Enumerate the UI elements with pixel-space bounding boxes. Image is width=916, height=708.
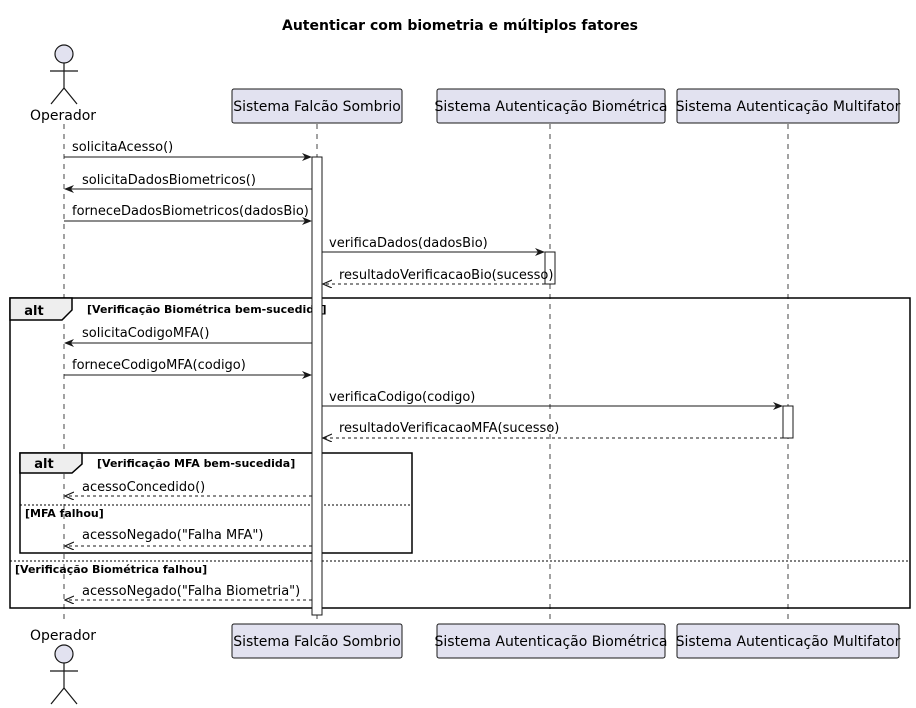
svg-text:acessoNegado("Falha Biometria": acessoNegado("Falha Biometria") (82, 584, 300, 599)
svg-text:resultadoVerificacaoBio(sucess: resultadoVerificacaoBio(sucesso) (339, 268, 553, 283)
svg-text:solicitaAcesso(): solicitaAcesso() (72, 140, 173, 155)
participant-mfa-bottom: Sistema Autenticação Multifator (676, 623, 901, 659)
activation-bio (544, 251, 556, 285)
actor-label-operador-bottom: Operador (30, 628, 96, 644)
svg-text:acessoNegado("Falha MFA"): acessoNegado("Falha MFA") (82, 528, 263, 543)
alt-tag: alt (24, 304, 43, 319)
svg-text:Sistema Falcão Sombrio: Sistema Falcão Sombrio (233, 634, 401, 650)
svg-text:Sistema Autenticação Biométric: Sistema Autenticação Biométrica (435, 99, 668, 115)
message-5: resultadoVerificacaoBio(sucesso) (323, 268, 553, 284)
actor-head (54, 644, 74, 664)
svg-text:solicitaCodigoMFA(): solicitaCodigoMFA() (82, 326, 209, 341)
guard-bio-ok: [Verificação Biométrica bem-sucedida] (87, 303, 327, 316)
message-11: acessoNegado("Falha MFA") (65, 528, 312, 546)
alt-tag: alt (34, 457, 53, 472)
activation-mfa (782, 405, 794, 439)
svg-text:Sistema Falcão Sombrio: Sistema Falcão Sombrio (233, 99, 401, 115)
alt-frame-biometria: alt [Verificação Biométrica bem-sucedida… (9, 297, 911, 609)
svg-text:Sistema Autenticação Multifato: Sistema Autenticação Multifator (676, 99, 901, 115)
svg-text:Sistema Autenticação Biométric: Sistema Autenticação Biométrica (435, 634, 668, 650)
participant-bio-bottom: Sistema Autenticação Biométrica (435, 623, 668, 659)
participant-falcao-bottom: Sistema Falcão Sombrio (231, 623, 403, 659)
svg-text:verificaCodigo(codigo): verificaCodigo(codigo) (329, 390, 475, 405)
guard-mfa-fail: [MFA falhou] (25, 507, 104, 520)
diagram-title: Autenticar com biometria e múltiplos fat… (282, 18, 638, 34)
actor-operador-bottom (50, 644, 78, 705)
guard-mfa-ok: [Verificação MFA bem-sucedida] (97, 457, 295, 470)
message-12: acessoNegado("Falha Biometria") (65, 584, 312, 600)
activations (311, 156, 794, 616)
message-6: solicitaCodigoMFA() (64, 326, 312, 347)
message-4: verificaDados(dadosBio) (322, 236, 545, 256)
alt-frame-mfa: alt [Verificação MFA bem-sucedida] [MFA … (19, 452, 413, 554)
actor-label-operador-top: Operador (30, 108, 96, 124)
message-1: solicitaAcesso() (64, 140, 312, 161)
message-7: forneceCodigoMFA(codigo) (64, 358, 312, 379)
message-8: verificaCodigo(codigo) (322, 390, 783, 410)
activation-falcao (311, 156, 323, 616)
participant-bio-top: Sistema Autenticação Biométrica (435, 88, 668, 124)
svg-text:acessoConcedido(): acessoConcedido() (82, 480, 205, 495)
svg-text:solicitaDadosBiometricos(): solicitaDadosBiometricos() (82, 173, 256, 188)
svg-text:verificaDados(dadosBio): verificaDados(dadosBio) (329, 236, 488, 251)
participant-falcao-top: Sistema Falcão Sombrio (231, 88, 403, 124)
svg-text:Sistema Autenticação Multifato: Sistema Autenticação Multifator (676, 634, 901, 650)
message-2: solicitaDadosBiometricos() (64, 173, 312, 193)
message-3: forneceDadosBiometricos(dadosBio) (64, 204, 312, 225)
actor-head (54, 44, 74, 64)
svg-text:forneceDadosBiometricos(dadosB: forneceDadosBiometricos(dadosBio) (72, 204, 309, 219)
svg-text:resultadoVerificacaoMFA(sucess: resultadoVerificacaoMFA(sucesso) (339, 421, 559, 436)
messages: solicitaAcesso() solicitaDadosBiometrico… (64, 140, 783, 600)
actor-operador-top (50, 44, 78, 105)
participant-mfa-top: Sistema Autenticação Multifator (676, 88, 901, 124)
message-9: resultadoVerificacaoMFA(sucesso) (323, 421, 783, 438)
message-10: acessoConcedido() (65, 480, 312, 496)
guard-bio-fail: [Verificação Biométrica falhou] (15, 563, 207, 576)
svg-text:forneceCodigoMFA(codigo): forneceCodigoMFA(codigo) (72, 358, 246, 373)
lifelines (63, 124, 789, 624)
